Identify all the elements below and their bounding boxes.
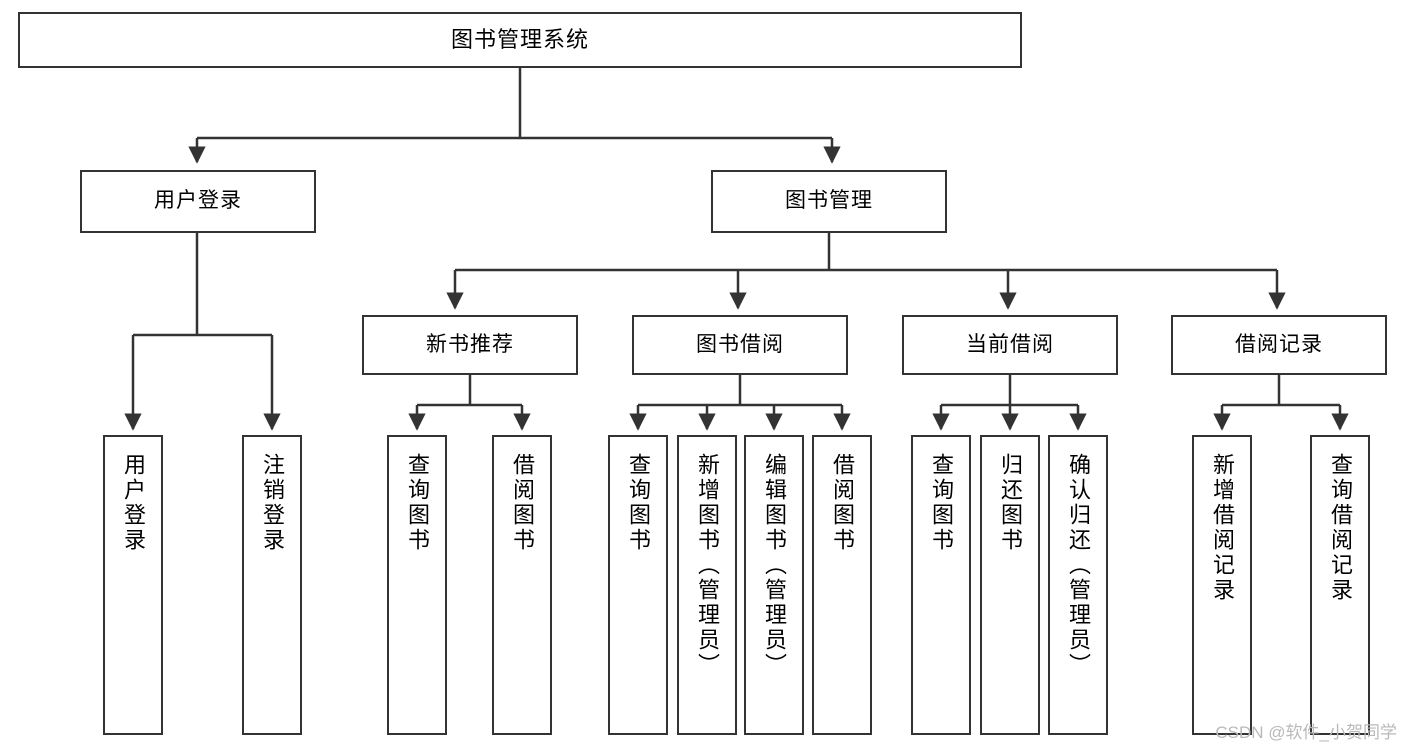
node-user-login-label: 用户登录 xyxy=(154,189,242,213)
node-root[interactable]: 图书管理系统 xyxy=(18,12,1022,68)
leaf-user-login-label: 用户登录 xyxy=(121,453,146,553)
node-borrow-record-label: 借阅记录 xyxy=(1235,332,1323,356)
node-new-book-recommend-label: 新书推荐 xyxy=(426,332,514,356)
leaf-logout-label: 注销登录 xyxy=(260,453,285,553)
leaf-query-borrow-record[interactable]: 查询借阅记录 xyxy=(1310,435,1370,735)
leaf-add-book-label: 新增图书（管理员） xyxy=(695,453,720,678)
leaf-query-book-1-label: 查询图书 xyxy=(405,453,430,553)
node-book-management[interactable]: 图书管理 xyxy=(711,170,947,233)
leaf-add-book[interactable]: 新增图书（管理员） xyxy=(677,435,737,735)
node-current-borrow[interactable]: 当前借阅 xyxy=(902,315,1118,375)
leaf-query-book-3-label: 查询图书 xyxy=(929,453,954,553)
csdn-watermark: CSDN @软件_小贺同学 xyxy=(1215,723,1397,742)
leaf-query-borrow-record-label: 查询借阅记录 xyxy=(1328,453,1353,603)
node-root-label: 图书管理系统 xyxy=(450,27,589,53)
leaf-add-borrow-record[interactable]: 新增借阅记录 xyxy=(1192,435,1252,735)
leaf-return-book[interactable]: 归还图书 xyxy=(980,435,1040,735)
leaf-add-borrow-record-label: 新增借阅记录 xyxy=(1210,453,1235,603)
leaf-logout[interactable]: 注销登录 xyxy=(242,435,302,735)
leaf-borrow-book-1-label: 借阅图书 xyxy=(510,453,535,553)
leaf-borrow-book-2[interactable]: 借阅图书 xyxy=(812,435,872,735)
leaf-query-book-2[interactable]: 查询图书 xyxy=(608,435,668,735)
node-borrow-record[interactable]: 借阅记录 xyxy=(1171,315,1387,375)
node-user-login[interactable]: 用户登录 xyxy=(80,170,316,233)
node-book-borrow-label: 图书借阅 xyxy=(696,332,784,356)
leaf-confirm-return[interactable]: 确认归还（管理员） xyxy=(1048,435,1108,735)
leaf-query-book-1[interactable]: 查询图书 xyxy=(387,435,447,735)
leaf-return-book-label: 归还图书 xyxy=(998,453,1023,553)
leaf-edit-book-label: 编辑图书（管理员） xyxy=(762,453,787,678)
node-current-borrow-label: 当前借阅 xyxy=(966,332,1054,356)
leaf-edit-book[interactable]: 编辑图书（管理员） xyxy=(744,435,804,735)
leaf-borrow-book-2-label: 借阅图书 xyxy=(830,453,855,553)
leaf-confirm-return-label: 确认归还（管理员） xyxy=(1066,453,1091,678)
node-new-book-recommend[interactable]: 新书推荐 xyxy=(362,315,578,375)
leaf-query-book-2-label: 查询图书 xyxy=(626,453,651,553)
leaf-user-login[interactable]: 用户登录 xyxy=(103,435,163,735)
leaf-query-book-3[interactable]: 查询图书 xyxy=(911,435,971,735)
node-book-management-label: 图书管理 xyxy=(785,189,873,213)
leaf-borrow-book-1[interactable]: 借阅图书 xyxy=(492,435,552,735)
node-book-borrow[interactable]: 图书借阅 xyxy=(632,315,848,375)
